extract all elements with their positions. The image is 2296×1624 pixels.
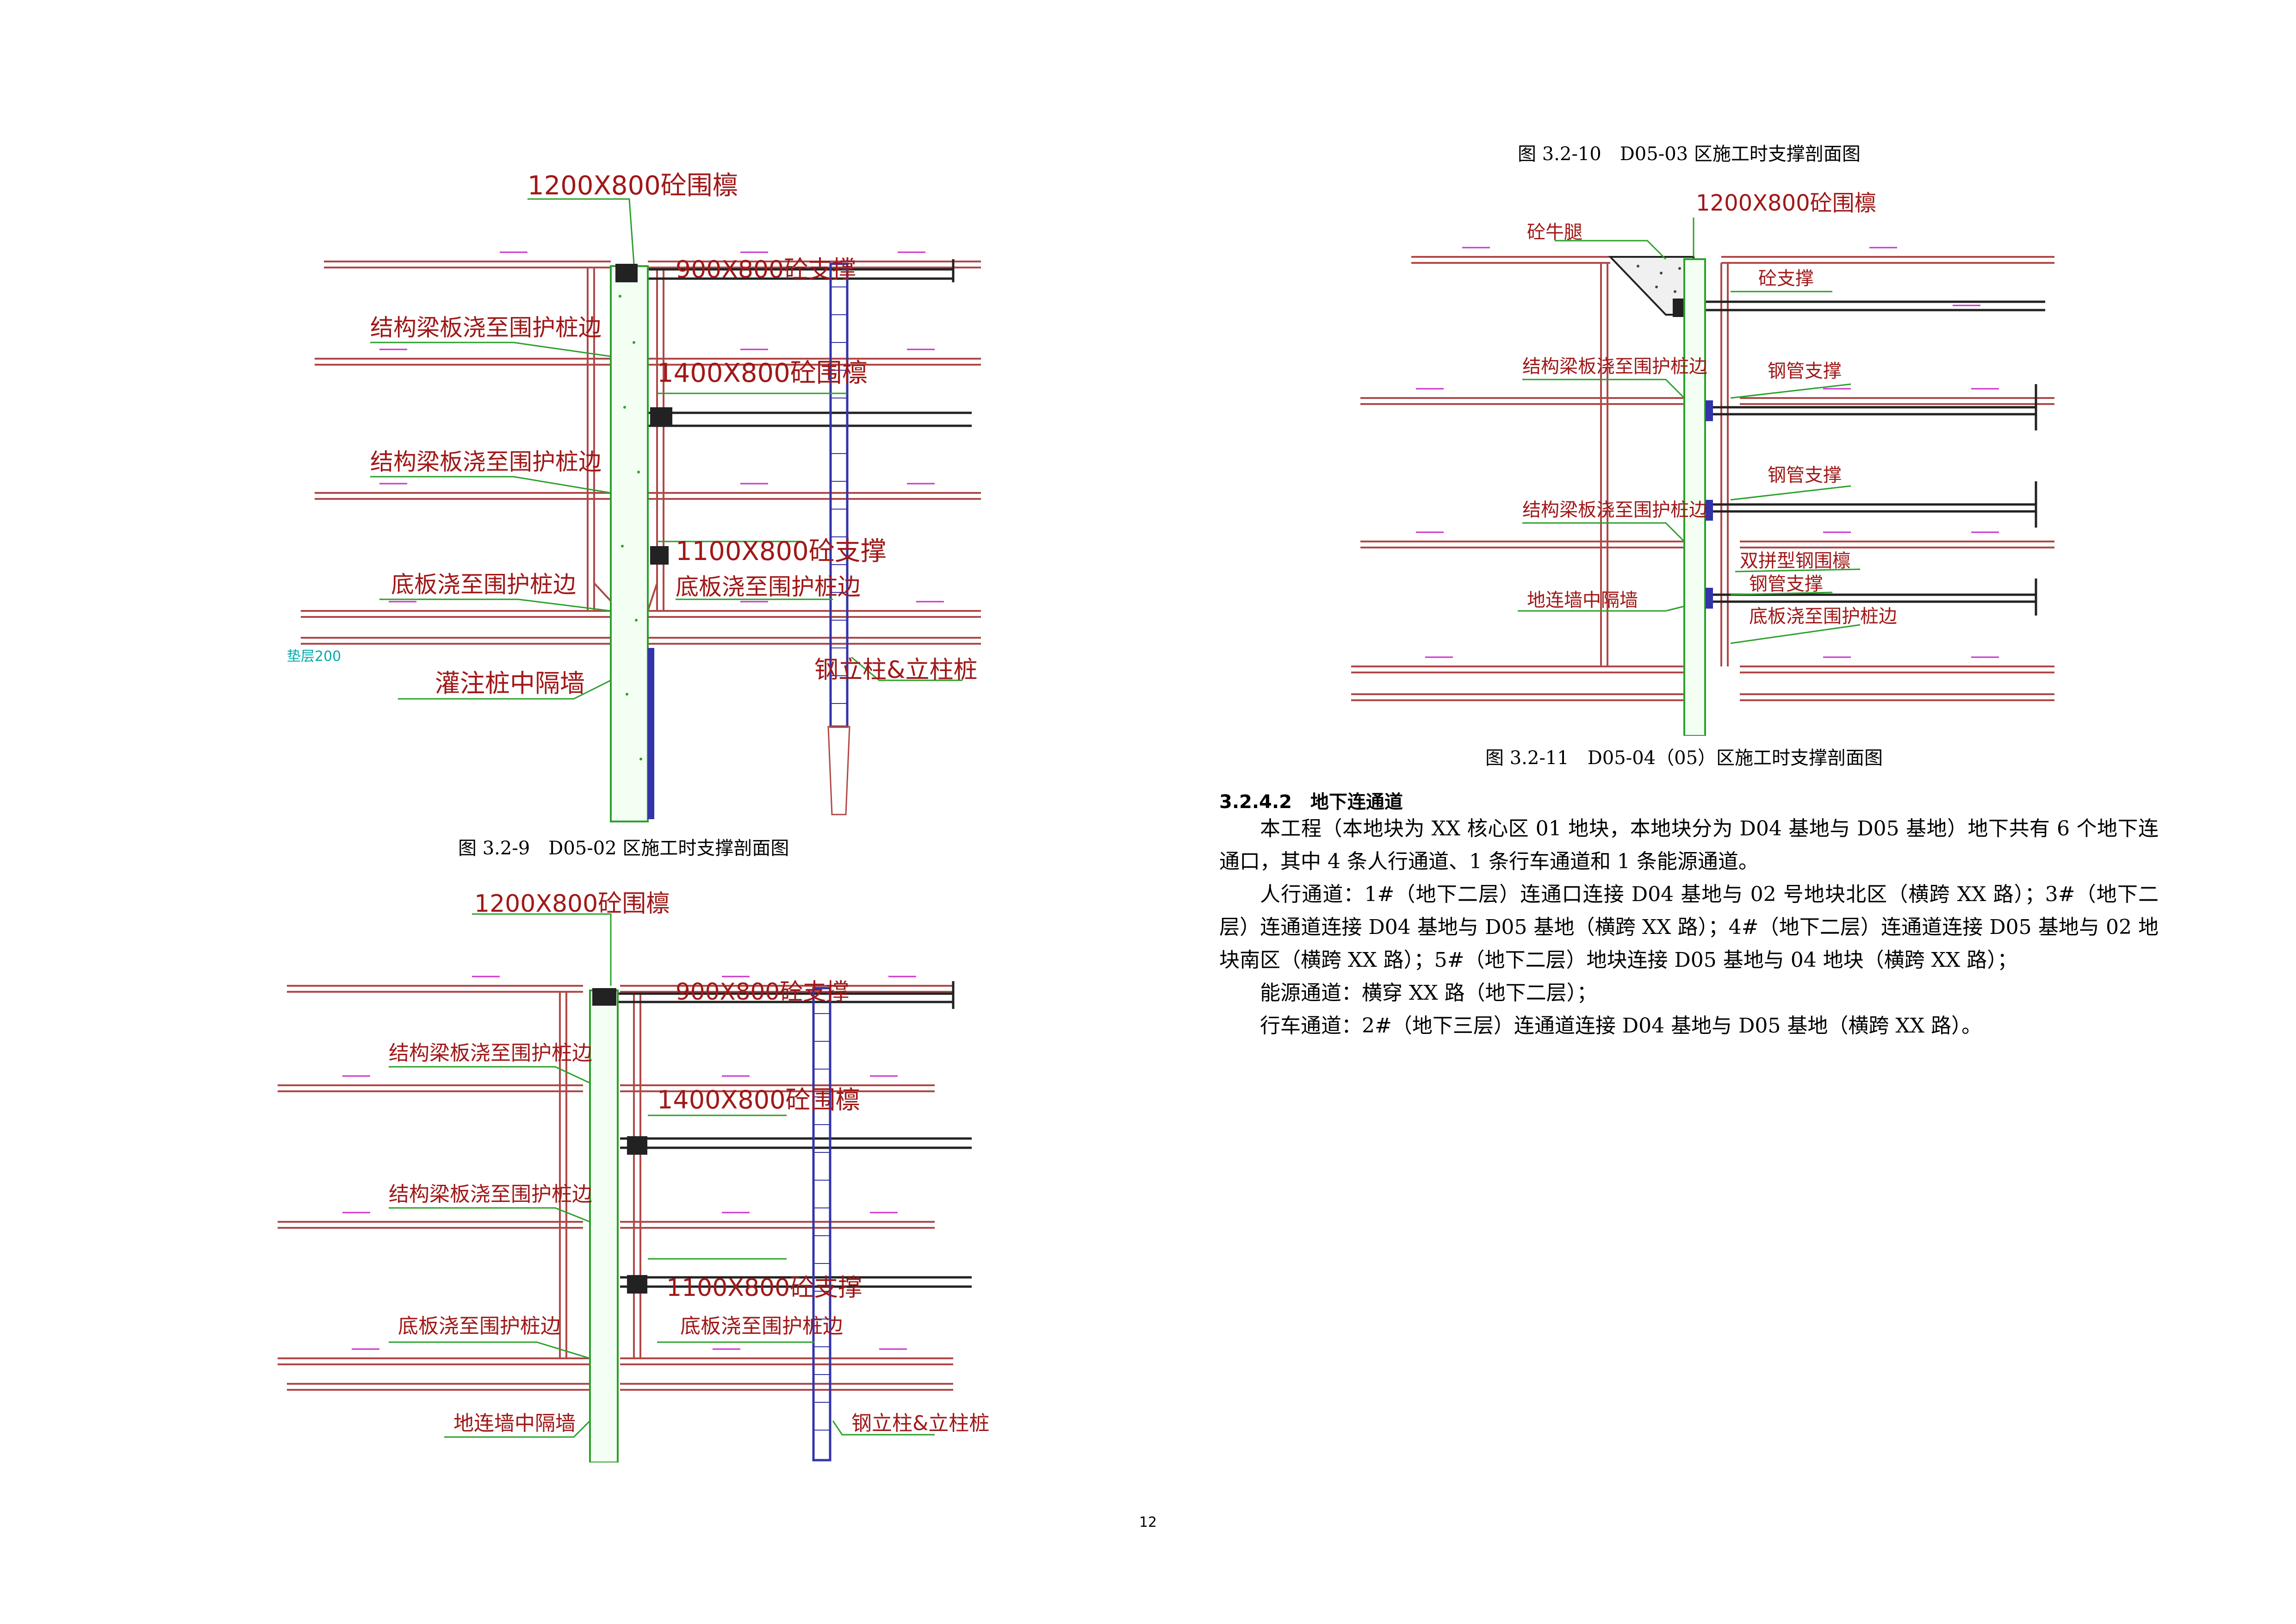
section-drawing-1: 1200X800砼围檩 900X800砼支撑 结构梁板浇至围护桩边 1400X8… [287,171,981,822]
level-marks [379,251,944,603]
label-haunch: 砼牛腿 [1527,222,1582,243]
section-drawing-3: 砼牛腿 1200X800砼围檩 砼支撑 结构梁板浇至围护桩边 钢管支撑 钢管支撑… [1351,190,2054,736]
section-body: 本工程（本地块为 XX 核心区 01 地块，本地块分为 D04 基地与 D05 … [1219,812,2159,1042]
label-wall: 地连墙中隔墙 [453,1412,576,1435]
slab-lines-2 [278,985,953,1391]
label-waler-2: 1400X800砼围檩 [657,358,868,388]
struts [629,259,972,427]
diaphragm-wall-3 [1683,258,1706,736]
diaphragm-wall-2 [589,989,619,1462]
label-column: 钢立柱&立柱桩 [851,1412,989,1435]
label-strut-1: 900X800砼支撑 [676,256,856,284]
label-small: 垫层200 [287,648,341,665]
figure-d05-04-section: 砼牛腿 1200X800砼围檩 砼支撑 结构梁板浇至围护桩边 钢管支撑 钢管支撑… [1342,180,2068,736]
waler-block-2a [592,988,616,1006]
label-strut-3: 1100X800砼支撑 [666,1274,862,1302]
label-strut: 砼支撑 [1758,268,1814,289]
label-base: 底板浇至围护桩边 [1749,606,1897,627]
steel-walers [1706,400,1713,609]
label-wall: 地连墙中隔墙 [1527,590,1638,611]
label-steel-1: 钢管支撑 [1768,361,1842,382]
label-slab-1: 结构梁板浇至围护桩边 [370,314,602,341]
waler-block-2b [627,1136,647,1155]
label-steel-3: 钢管支撑 [1749,573,1823,595]
paragraph-overview: 本工程（本地块为 XX 核心区 01 地块，本地块分为 D04 基地与 D05 … [1219,817,2159,873]
level-marks-3 [1416,247,1999,658]
level-marks-2 [342,976,916,1350]
section-heading: 3.2.4.2 地下连通道 [1219,791,1403,813]
struts-3 [1694,300,2045,616]
waler-block-1 [615,264,638,282]
label-base-left: 底板浇至围护桩边 [391,571,576,598]
leader-lines-3 [1518,218,1861,644]
label-column: 钢立柱&立柱桩 [814,656,978,684]
figure-caption-3: 图 3.2-11 D05-04（05）区施工时支撑剖面图 [1485,747,1883,769]
label-waler-2: 1400X800砼围檩 [657,1085,861,1114]
label-slab-1: 结构梁板浇至围护桩边 [389,1041,592,1065]
page-number: 12 [1139,1514,1157,1531]
diaphragm-wall [610,265,649,822]
label-strut-1: 900X800砼支撑 [676,978,849,1005]
label-base-right: 底板浇至围护桩边 [680,1314,843,1338]
paragraph-energy: 能源通道：横穿 XX 路（地下二层）； [1260,981,1597,1005]
leader-lines [370,198,962,700]
label-double-waler: 双拼型钢围檩 [1740,550,1851,572]
figure-caption-top: 图 3.2-10 D05-03 区施工时支撑剖面图 [1518,143,1861,165]
label-waler: 1200X800砼围檩 [474,890,670,918]
label-wall: 灌注桩中隔墙 [435,669,585,698]
column-pile [827,726,850,815]
label-base-right: 底板浇至围护桩边 [676,573,861,600]
waler-block-2 [650,407,672,427]
column-lattice [831,286,847,704]
waler-block-2c [627,1275,647,1294]
label-slab-1: 结构梁板浇至围护桩边 [1522,356,1707,377]
slab-lines-3 [1351,256,2054,701]
paragraph-vehicle: 行车通道：2#（地下三层）连通道连接 D04 基地与 D05 基地（横跨 XX … [1260,1014,1982,1038]
label-steel-2: 钢管支撑 [1768,465,1842,486]
wall-rebar [648,648,654,819]
label-waler: 1200X800砼围檩 [1696,190,1877,216]
column-lattice-2 [813,1013,830,1431]
label-strut-3: 1100X800砼支撑 [676,536,887,566]
paragraph-pedestrian: 人行通道：1#（地下二层）连通口连接 D04 基地与 02 号地块北区（横跨 X… [1219,883,2159,972]
figure-d05-02-section: 1200X800砼围檩 900X800砼支撑 结构梁板浇至围护桩边 1400X8… [278,148,990,824]
label-waler: 1200X800砼围檩 [527,171,738,201]
label-base-left: 底板浇至围护桩边 [398,1314,561,1338]
steel-column-2 [812,987,832,1462]
label-slab-2: 结构梁板浇至围护桩边 [1522,499,1707,521]
leader-lines-2 [389,913,935,1438]
figure-bottom-left-section: 1200X800砼围檩 900X800砼支撑 结构梁板浇至围护桩边 1400X8… [278,889,990,1462]
waler-block-3 [650,546,669,565]
figure-caption-1: 图 3.2-9 D05-02 区施工时支撑剖面图 [458,838,789,859]
section-drawing-2: 1200X800砼围檩 900X800砼支撑 结构梁板浇至围护桩边 1400X8… [278,890,989,1462]
label-slab-2: 结构梁板浇至围护桩边 [389,1182,592,1206]
struts-2 [611,981,972,1288]
wall-hatching [619,295,642,760]
label-slab-2: 结构梁板浇至围护桩边 [370,448,602,475]
